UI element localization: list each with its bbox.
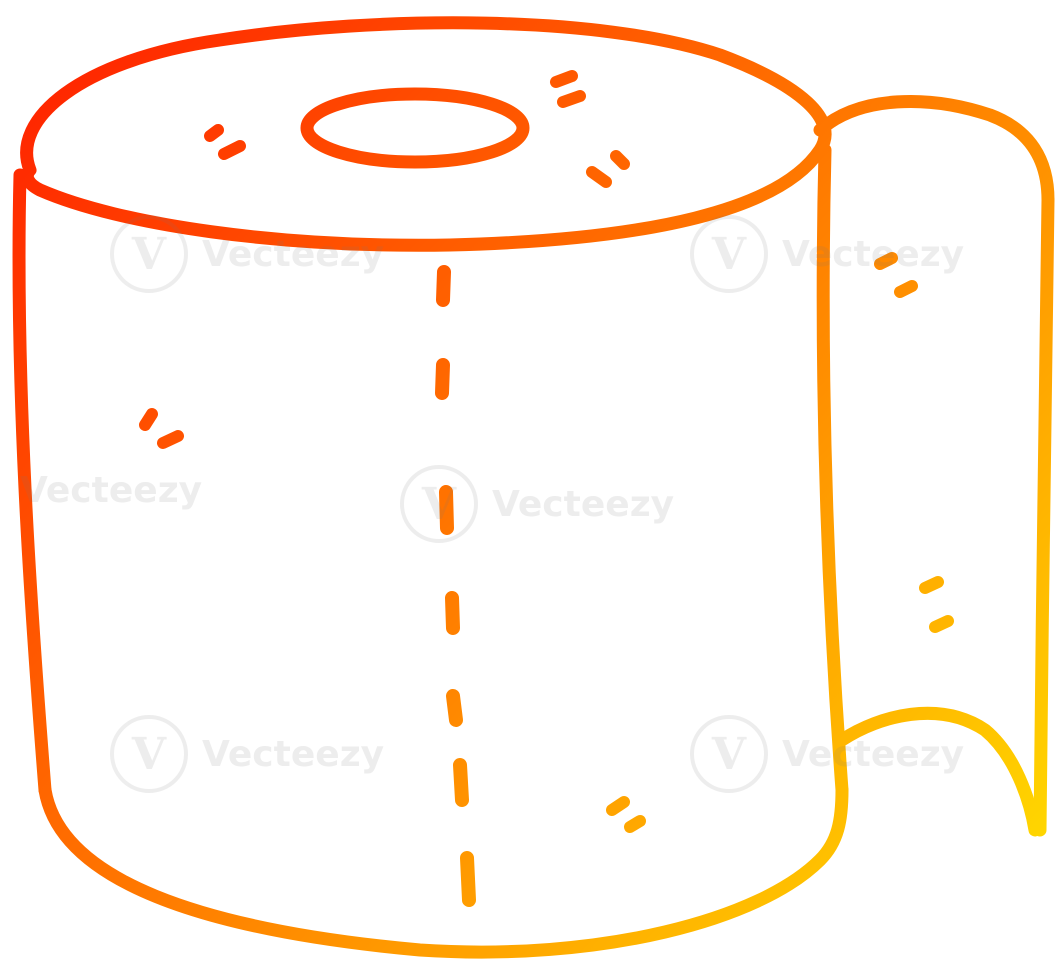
- perforation-dash: [446, 689, 463, 727]
- perforation-dash: [445, 591, 460, 635]
- texture-dot: [557, 90, 586, 108]
- texture-dot: [919, 576, 944, 594]
- paper-sheet-bottom: [835, 706, 1042, 837]
- texture-dot: [624, 815, 646, 833]
- perforation-dash: [436, 265, 451, 307]
- roll-left-side: [12, 168, 52, 797]
- paper-sheet-top: [813, 94, 1055, 207]
- texture-dot: [157, 430, 184, 449]
- perforation-dash: [435, 358, 450, 400]
- texture-dot: [550, 70, 578, 88]
- texture-dot: [218, 140, 246, 160]
- perforation-dash: [439, 485, 454, 535]
- roll-right-side: [816, 143, 849, 797]
- texture-dot: [139, 408, 158, 431]
- roll-center-hole: [300, 87, 530, 169]
- paper-sheet-right: [1033, 193, 1055, 837]
- roll-bottom-edge: [38, 783, 849, 959]
- texture-dot: [586, 166, 612, 188]
- perforation-dash: [460, 851, 476, 907]
- texture-dot: [929, 615, 954, 633]
- texture-dot: [610, 150, 630, 170]
- texture-dot: [204, 124, 224, 142]
- perforation-dash: [453, 758, 469, 807]
- texture-dot: [874, 252, 898, 270]
- roll-top-rim: [20, 16, 832, 252]
- texture-dot: [606, 796, 630, 816]
- texture-dot: [894, 280, 918, 298]
